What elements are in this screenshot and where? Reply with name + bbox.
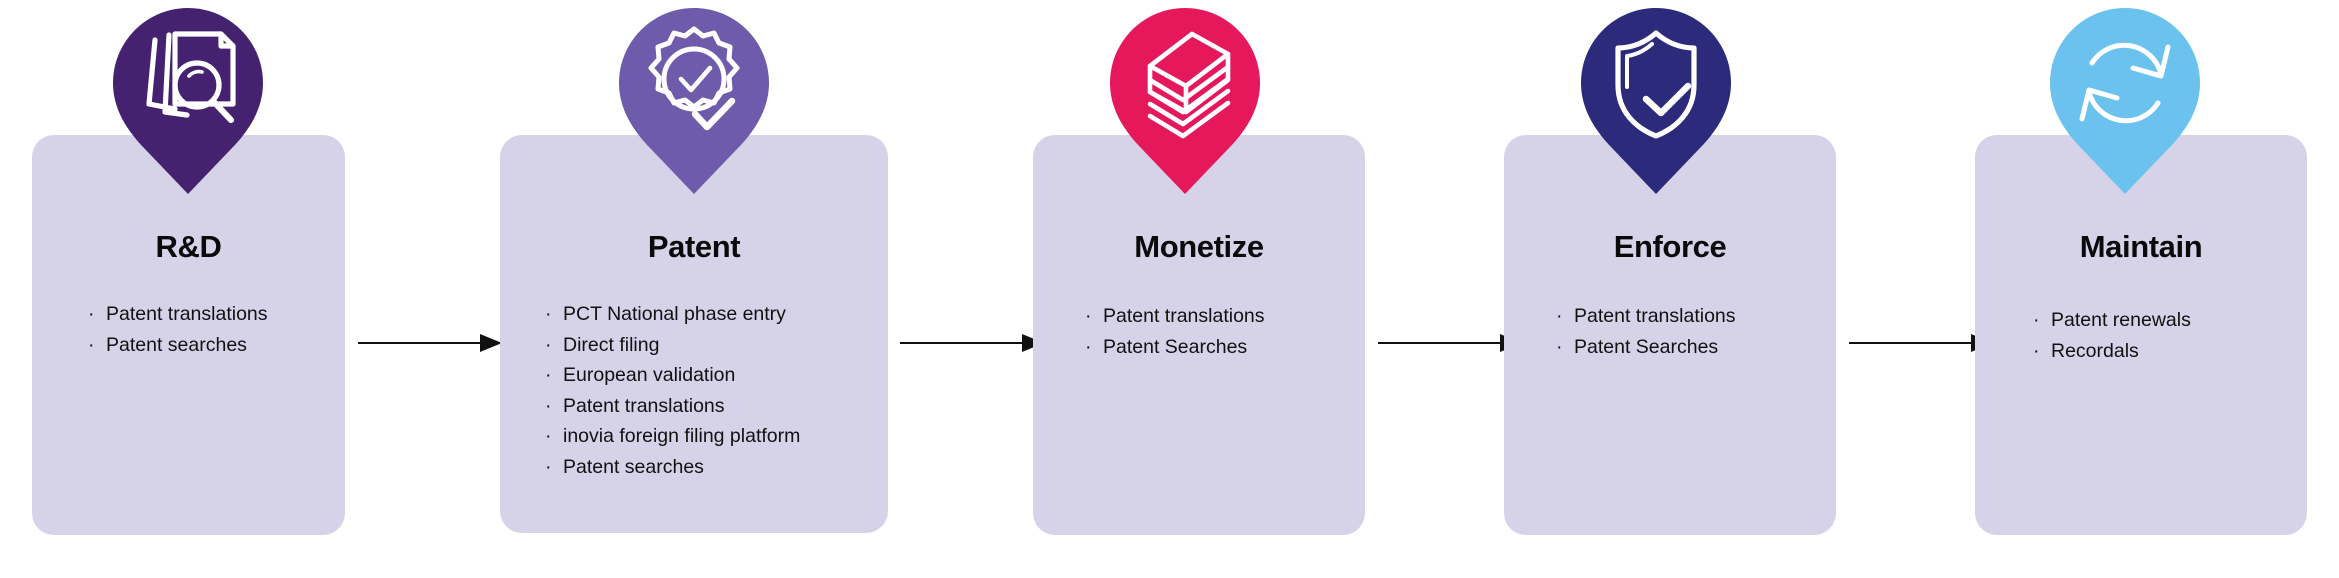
bullet-dot: · [545,303,552,325]
pin-shape [619,8,769,194]
bullet-dot: · [545,455,552,478]
stage-pin-enforce [1581,8,1731,194]
bullet-dot: · [88,303,95,325]
bullet-dot: · [88,333,95,356]
list-item-label: Patent translations [563,394,725,417]
stage-pin-rd [113,8,263,194]
stage-pin-monetize [1110,8,1260,194]
bullet-dot: · [545,333,552,356]
list-item-label: Recordals [2051,339,2139,362]
stage-title-maintain: Maintain [2079,229,2203,264]
bullet-dot: · [2033,309,2040,331]
bullet-dot: · [545,394,552,417]
stage-card-monetize[interactable] [1033,135,1365,535]
stage-bullets-monetize: · Patent translations · Patent Searches [1085,301,1265,362]
bullet-dot: · [1556,335,1563,358]
money-stack-icon [1147,31,1231,139]
pin-shape [2050,8,2200,194]
list-item: · Patent Searches [1085,332,1265,363]
list-item: · Patent searches [88,330,268,361]
bullet-dot: · [545,364,552,386]
connector-rd-to-patent [358,332,502,354]
list-item-label: inovia foreign filing platform [563,425,801,447]
bullet-dot: · [1085,335,1092,358]
bullet-dot: · [1085,305,1092,327]
list-item: · inovia foreign filing platform [545,421,800,452]
stage-pin-maintain [2050,8,2200,194]
list-item: · PCT National phase entry [545,299,800,330]
list-item-label: Patent translations [106,303,268,325]
list-item-label: Direct filing [563,333,660,356]
stage-card-enforce[interactable] [1504,135,1836,535]
list-item: · Patent searches [545,452,800,483]
certified-badge-check-icon [648,26,740,131]
refresh-cycle-icon [2079,42,2171,124]
stage-rd: R&D · Patent translations · Patent searche… [32,135,345,535]
stage-enforce: Enforce · Patent translations · Patent Sea… [1504,135,1836,535]
stage-patent: Patent · PCT National phase entry · Direct… [500,135,888,533]
list-item: · Recordals [2033,336,2191,367]
bullet-dot: · [545,425,552,447]
list-item: · Patent translations [88,299,268,330]
connector-monetize-to-enforce [1378,332,1522,354]
list-item: · European validation [545,360,800,391]
list-item-label: Patent translations [1103,305,1265,327]
stage-monetize: Monetize · Patent translations · Patent Se… [1033,135,1365,535]
list-item: · Direct filing [545,330,800,361]
list-item-label: Patent searches [106,333,247,356]
list-item-label: Patent Searches [1574,335,1719,358]
stage-bullets-rd: · Patent translations · Patent searches [88,299,268,360]
stage-card-patent[interactable] [500,135,888,533]
stage-pin-patent [619,8,769,194]
stage-title-rd: R&D [155,229,222,264]
list-item-label: Patent translations [1574,305,1736,327]
stage-maintain: Maintain · Patent renewals · Recordals [1975,135,2307,535]
list-item-label: European validation [563,364,736,386]
list-item: · Patent translations [1556,301,1736,332]
shield-check-icon [1615,30,1697,139]
list-item: · Patent translations [545,391,800,422]
list-item-label: Patent searches [563,455,704,478]
list-item: · Patent Searches [1556,332,1736,363]
stage-bullets-maintain: · Patent renewals · Recordals [2033,305,2191,366]
connector-patent-to-monetize [900,332,1044,354]
stage-title-monetize: Monetize [1134,229,1264,264]
stage-bullets-patent: · PCT National phase entry · Direct filing… [545,299,800,482]
bullet-dot: · [2033,339,2040,362]
stage-card-rd[interactable] [32,135,345,535]
stage-card-maintain[interactable] [1975,135,2307,535]
list-item-label: PCT National phase entry [563,303,786,325]
connector-enforce-to-maintain [1849,332,1993,354]
stage-title-patent: Patent [647,229,741,264]
list-item-label: Patent renewals [2051,309,2191,331]
pin-shape [113,8,263,194]
stage-bullets-enforce: · Patent translations · Patent Searches [1556,301,1736,362]
list-item: · Patent translations [1085,301,1265,332]
list-item-label: Patent Searches [1103,335,1248,358]
stage-title-enforce: Enforce [1613,229,1727,264]
bullet-dot: · [1556,305,1563,327]
list-item: · Patent renewals [2033,305,2191,336]
arrow-right-icon [480,334,502,352]
documents-search-icon [146,31,236,123]
